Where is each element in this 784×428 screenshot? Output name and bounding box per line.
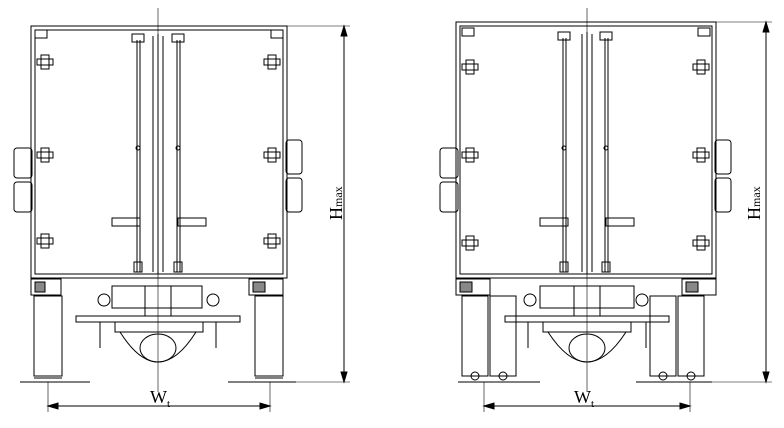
left-width-label-main: W: [150, 387, 167, 407]
left-tail-lights: [31, 279, 283, 295]
left-chassis: [76, 286, 240, 362]
right-height-label: Hmax: [744, 186, 764, 220]
left-width-label-sub: t: [167, 398, 170, 410]
left-width-label: Wt: [150, 387, 170, 410]
left-height-dimension: [287, 26, 350, 382]
right-locking-bars: [540, 32, 634, 272]
right-tail-lights: [456, 279, 716, 295]
left-locking-bars: [112, 34, 206, 272]
right-door-hinges: [462, 60, 709, 250]
right-width-dimension: [484, 382, 690, 412]
left-truck-view: [14, 8, 350, 412]
left-height-label: Hmax: [326, 186, 346, 220]
left-door-hinges: [37, 55, 280, 248]
right-width-label-sub: t: [591, 398, 594, 410]
left-height-label-sub: max: [331, 186, 345, 207]
right-truck-view: [440, 8, 772, 412]
right-dual-wheels: [462, 296, 704, 380]
right-width-label-main: W: [574, 387, 591, 407]
right-height-dimension: [712, 22, 772, 382]
right-width-label: Wt: [574, 387, 594, 410]
left-side-lamps: [14, 140, 302, 212]
right-chassis: [505, 286, 669, 362]
left-cargo-box: [31, 26, 287, 278]
left-width-dimension: [48, 382, 270, 412]
right-cargo-box: [456, 22, 716, 278]
right-height-label-sub: max: [749, 186, 763, 207]
left-wheels: [34, 296, 283, 378]
right-side-lamps: [440, 140, 731, 212]
left-height-label-main: H: [326, 207, 346, 220]
right-height-label-main: H: [744, 207, 764, 220]
